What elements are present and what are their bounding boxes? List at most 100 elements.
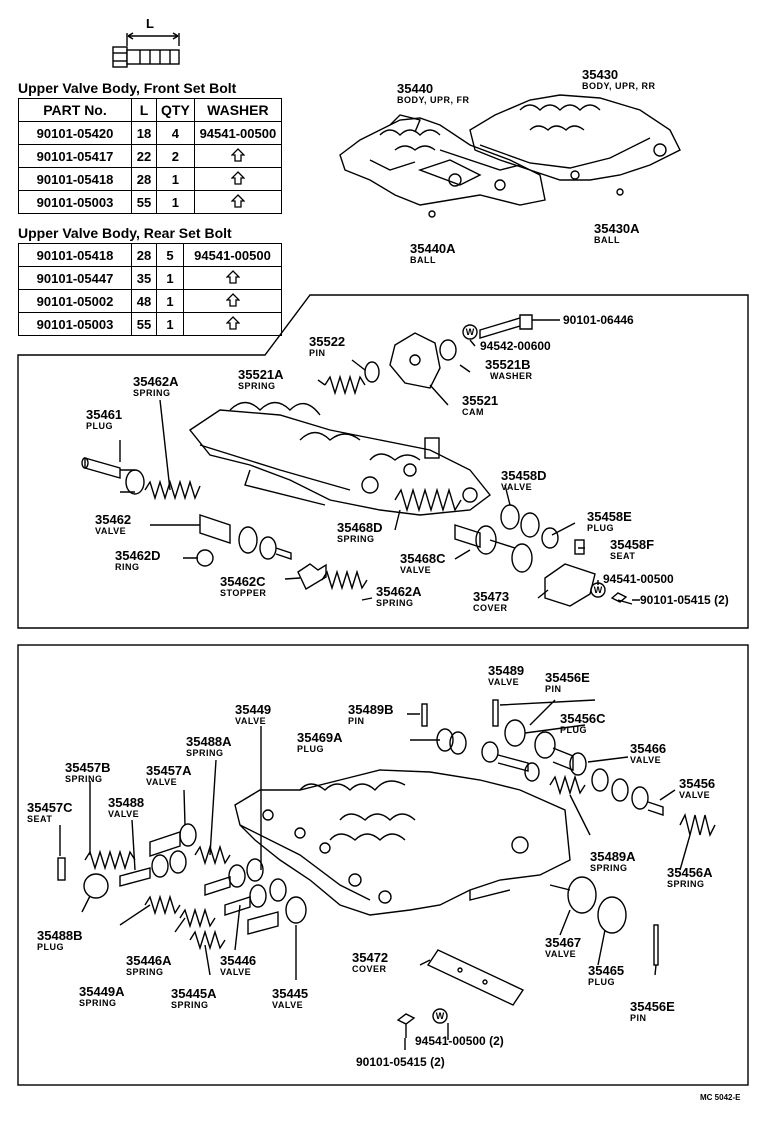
valve-35468c (454, 524, 533, 573)
part-35456e-top-num: 35456E (545, 670, 590, 685)
part-35456e-top-name: PIN (545, 684, 562, 694)
ditto-arrow-icon (193, 190, 283, 214)
valve-35446 (224, 878, 287, 916)
table-cell: 90101-05417 (18, 144, 132, 168)
part-35488a-num: 35488A (186, 734, 232, 749)
part-35458f-name: SEAT (610, 551, 636, 561)
part-35461-num: 35461 (86, 407, 123, 422)
part-35446-name: VALVE (220, 967, 252, 977)
part-35445a-name: SPRING (171, 1000, 209, 1010)
part-35430-name: BODY, UPR, RR (582, 81, 656, 91)
washer-symbol-1: W (466, 327, 475, 337)
spring-35468d (394, 487, 462, 513)
part-35488b-num: 35488B (37, 928, 83, 943)
ditto-arrow-icon (183, 312, 282, 336)
part-35472-name: COVER (352, 964, 387, 974)
table-cell: 55 (131, 190, 157, 214)
col-washer: WASHER (193, 98, 283, 122)
col-part-no: PART No. (18, 98, 132, 122)
part-35456-name: VALVE (679, 790, 711, 800)
valve-35466 (534, 731, 587, 776)
part-35473-num: 35473 (473, 589, 510, 604)
bottom-section-frame (17, 644, 749, 1086)
part-35488a-name: SPRING (186, 748, 224, 758)
table-cell: 48 (131, 289, 157, 313)
bolt-90101-06446-label: 90101-06446 (563, 313, 634, 327)
bolt-90101-05415-mid-label: 90101-05415 (2) (640, 593, 729, 607)
valve-35456 (591, 768, 664, 816)
table-row: 90101-05418 28 1 (18, 167, 283, 191)
rear-table-title: Upper Valve Body, Rear Set Bolt (18, 225, 232, 241)
upper-body-front (339, 114, 546, 206)
part-35458d-name: VALVE (501, 482, 533, 492)
table-cell: 2 (156, 144, 195, 168)
part-35457b-name: SPRING (65, 774, 103, 784)
table-cell: 1 (156, 289, 184, 313)
ring-35462d (196, 549, 214, 567)
table-row: 90101-05420 18 4 94541-00500 (18, 121, 283, 145)
part-35462a-top-num: 35462A (133, 374, 179, 389)
part-35456c-name: PLUG (560, 725, 588, 735)
part-35445-name: VALVE (272, 1000, 304, 1010)
part-35489b-name: PIN (348, 716, 365, 726)
table-cell: 94541-00500 (183, 243, 282, 267)
front-table-title: Upper Valve Body, Front Set Bolt (18, 80, 237, 96)
plug-35456c (504, 719, 526, 747)
table-cell: 94541-00500 (193, 121, 283, 145)
spring-35446a (179, 907, 216, 929)
bolt-90101-05415-bot-label: 90101-05415 (2) (356, 1055, 445, 1069)
part-35462-name: VALVE (95, 526, 127, 536)
washer-35521b (439, 339, 457, 361)
ditto-arrow-icon (193, 167, 283, 191)
part-35521a-name: SPRING (238, 381, 276, 391)
part-35472-num: 35472 (352, 950, 389, 965)
part-35456e-bot-num: 35456E (630, 999, 675, 1014)
part-35446a-num: 35446A (126, 953, 172, 968)
part-35468d-num: 35468D (337, 520, 383, 535)
table-row: 90101-05418 28 5 94541-00500 (18, 243, 282, 267)
table-cell: 90101-05418 (18, 243, 132, 267)
washer-symbol-3: W (436, 1011, 445, 1021)
bolt-icon (112, 32, 180, 68)
washer-symbol-2: W (594, 585, 603, 595)
part-35457c-num: 35457C (27, 800, 73, 815)
seat-35457c (57, 857, 66, 881)
part-35462a-bot-name: SPRING (376, 598, 414, 608)
part-35469a-name: PLUG (297, 744, 325, 754)
table-row: 90101-05002 48 1 (18, 289, 282, 313)
table-cell: 1 (156, 312, 184, 336)
plug-35461 (81, 457, 145, 495)
part-35489a-name: SPRING (590, 863, 628, 873)
upper-body-rear (469, 94, 681, 181)
table-cell: 4 (156, 121, 195, 145)
ditto-arrow-icon (193, 144, 283, 168)
plug-35465 (597, 896, 627, 934)
table-cell: 18 (131, 121, 157, 145)
ball-35430a (616, 188, 624, 196)
table-cell: 5 (156, 243, 184, 267)
lower-valve-body (234, 769, 571, 916)
washer-94542-label: 94542-00600 (480, 339, 551, 353)
spring-35457b (84, 849, 136, 871)
part-35457c-name: SEAT (27, 814, 53, 824)
pin-35456e-top (492, 699, 499, 727)
table-cell: 90101-05447 (18, 266, 132, 290)
part-35462d-name: RING (115, 562, 140, 572)
part-35462d-num: 35462D (115, 548, 161, 563)
spring-35462a-lower (321, 569, 368, 591)
part-35445-num: 35445 (272, 986, 309, 1001)
table-row: 90101-05003 55 1 (18, 190, 283, 214)
table-cell: 1 (156, 167, 195, 191)
table-row: 90101-05447 35 1 (18, 266, 282, 290)
part-35456a-num: 35456A (667, 865, 713, 880)
part-35458f-num: 35458F (610, 537, 655, 552)
part-35488-num: 35488 (108, 795, 145, 810)
part-35449a-name: SPRING (79, 998, 117, 1008)
ball-35440a (428, 210, 436, 218)
table-cell: 22 (131, 144, 157, 168)
valve-35458d-b (520, 512, 540, 538)
part-35456-num: 35456 (679, 776, 716, 791)
part-35521-num: 35521 (462, 393, 499, 408)
seat-35458f (574, 539, 585, 555)
